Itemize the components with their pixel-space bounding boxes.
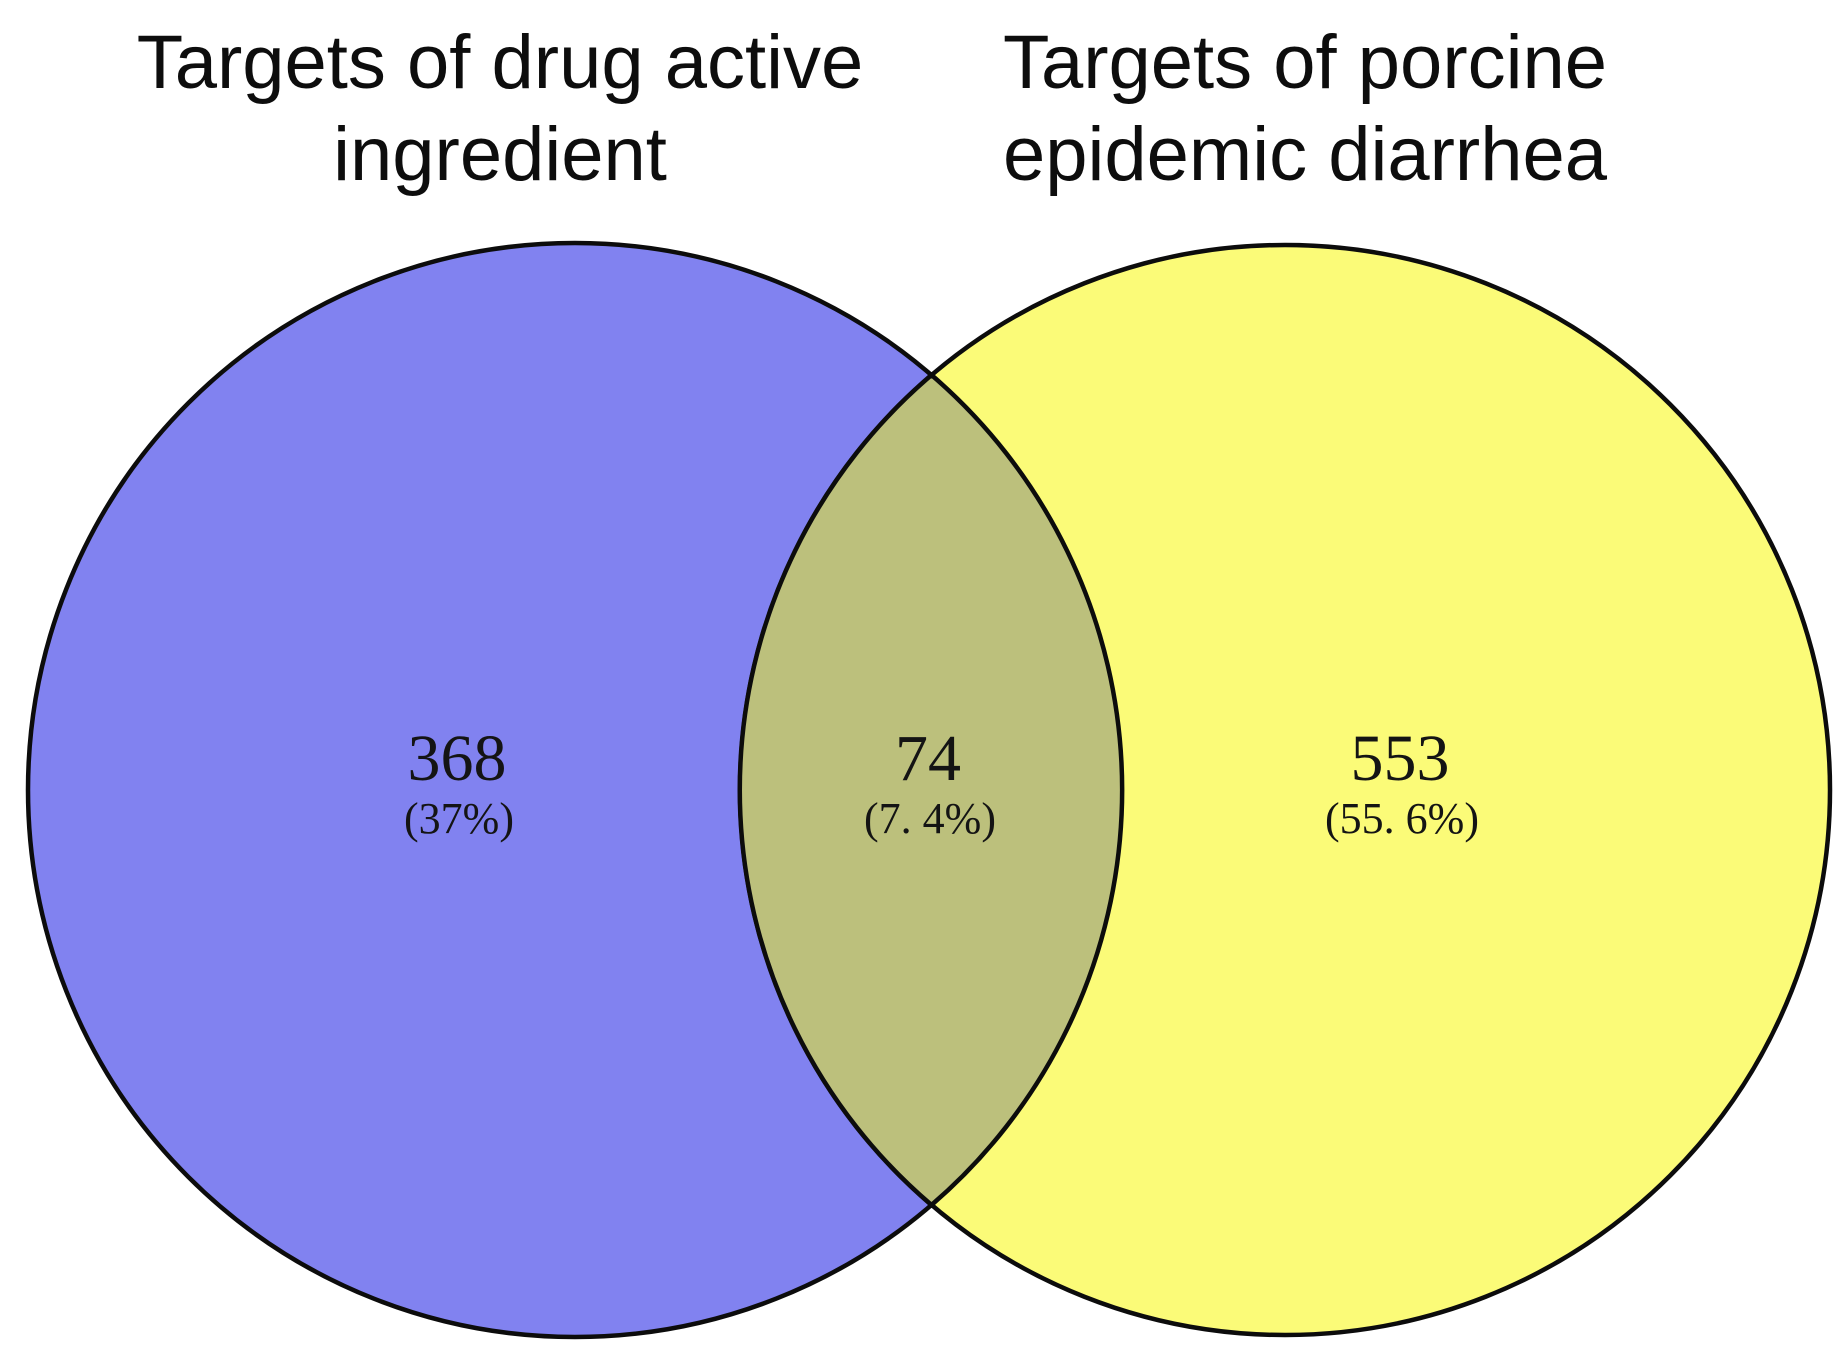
right-set-count: 553 xyxy=(1351,722,1450,795)
left-set-title-line2: ingredient xyxy=(333,112,667,197)
left-set-title-line1: Targets of drug active xyxy=(137,20,864,105)
right-set-title-line1: Targets of porcine xyxy=(1003,20,1607,105)
overlap-percent: (7. 4%) xyxy=(864,794,996,843)
left-set-percent: (37%) xyxy=(404,794,514,843)
right-set-percent: (55. 6%) xyxy=(1325,794,1479,843)
left-set-count: 368 xyxy=(408,722,507,795)
overlap-count: 74 xyxy=(895,722,961,795)
right-set-title-line2: epidemic diarrhea xyxy=(1003,112,1608,197)
overlap-region xyxy=(737,372,1125,1208)
